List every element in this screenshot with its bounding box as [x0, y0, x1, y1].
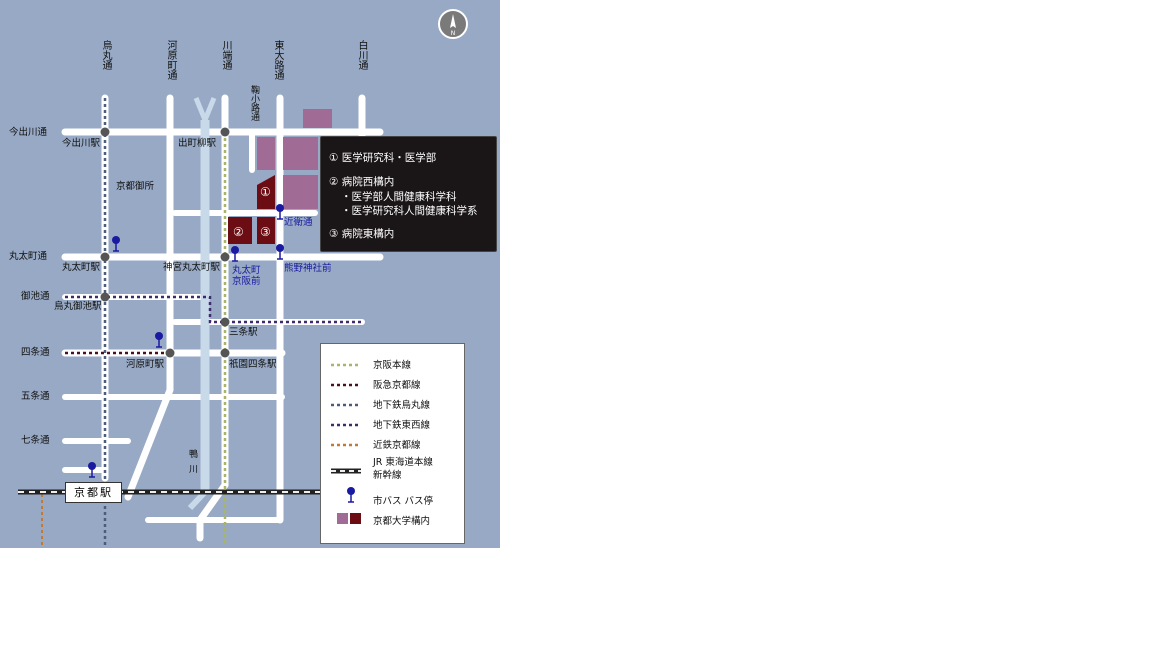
kawaramachi-south [124, 349, 174, 501]
campus-block-c [283, 175, 318, 209]
legend-item: 京都大学構内 [321, 512, 464, 528]
campus-marker-2: ② [233, 225, 244, 239]
station-jingu-marutamachi [220, 252, 230, 262]
legend-label: 地下鉄東西線 [373, 420, 431, 431]
kyoto-access-map: ① ② ③ N 烏丸通 河原町通 川端通 東大路通 白川通 鞠小路通 鴨川 今出… [0, 0, 500, 548]
legend-keihan-swatch [331, 363, 361, 367]
bus-stop-icon [231, 246, 239, 262]
label-demachiyanagi-station: 出町柳駅 [178, 138, 217, 149]
kyoto-station-box: 京都駅 [65, 482, 122, 503]
info-line-1: ① 医学研究科・医学部 [329, 152, 437, 164]
label-imadegawa-station: 今出川駅 [62, 138, 101, 149]
bus-stop-icon [276, 204, 284, 220]
legend-label: 近鉄京都線 [373, 440, 421, 451]
info-line-4: ・医学研究科人間健康科学系 [341, 205, 478, 217]
legend-hankyu-swatch [331, 383, 361, 387]
label-jingu-marutamachi-station: 神宮丸太町駅 [163, 262, 221, 273]
bus-stop-icon [155, 332, 163, 348]
legend-tozai-swatch [331, 423, 361, 427]
kamo-river [187, 97, 217, 511]
kawabata-south [196, 481, 229, 542]
campus-block-b [283, 137, 318, 170]
campus-2 [228, 217, 252, 244]
bus-stop-pins [88, 204, 284, 478]
legend-kintetsu-swatch [331, 443, 361, 447]
street-imadegawa: 今出川通 [9, 127, 48, 138]
info-line-5: ③ 病院東構内 [329, 228, 395, 240]
label-kawaramachi-station: 河原町駅 [126, 359, 165, 370]
map-graphics [18, 94, 384, 545]
label-gion-shijo-station: 祇園四条駅 [229, 359, 277, 370]
legend-label: 市バス バス停 [373, 496, 434, 507]
compass-letter: N [451, 30, 456, 37]
bus-stop-icon [88, 462, 96, 478]
bus-stop-icon [112, 236, 120, 252]
campus-1 [257, 175, 275, 209]
legend-item: 阪急京都線 [321, 377, 464, 393]
station-dots [100, 127, 230, 358]
info-line-2: ② 病院西構内 [329, 176, 395, 188]
street-shijo: 四条通 [21, 347, 50, 358]
legend-item: 近鉄京都線 [321, 437, 464, 453]
info-line-3: ・医学部人間健康科学科 [341, 191, 457, 203]
legend-item: 地下鉄東西線 [321, 417, 464, 433]
north-arrow-icon: N [438, 9, 468, 39]
legend-item: JR 東海道本線 新幹線 [321, 457, 464, 485]
street-shirakawa: 白川通 [356, 40, 367, 70]
legend-item: 京阪本線 [321, 357, 464, 373]
kamo-river-label: 鴨川 [187, 449, 197, 479]
label-marutamachi-station: 丸太町駅 [62, 262, 101, 273]
legend-label: 京都大学構内 [373, 516, 431, 527]
campus-marker-1: ① [260, 185, 271, 199]
legend-karasuma-swatch [331, 403, 361, 407]
label-sanjo-station: 三条駅 [229, 327, 258, 338]
label-bus-kumano: 熊野神社前 [284, 263, 332, 274]
campus-info-box: ① 医学研究科・医学部 ② 病院西構内 ・医学部人間健康科学科 ・医学研究科人間… [320, 136, 497, 252]
kintetsu-line [41, 491, 58, 545]
street-higashioji: 東大路通 [272, 40, 283, 80]
campus-north-block [303, 109, 332, 128]
station-sanjo [220, 317, 230, 327]
legend-label: 地下鉄烏丸線 [373, 400, 431, 411]
bus-stop-icon [276, 244, 284, 260]
label-karasuma-oike-station: 烏丸御池駅 [54, 301, 102, 312]
legend-label: 阪急京都線 [373, 380, 421, 391]
station-karasuma-oike [100, 292, 110, 302]
campus-areas [228, 109, 332, 244]
street-oike: 御池通 [21, 291, 50, 302]
label-kyoto-gosho: 京都御所 [116, 181, 155, 192]
street-shichijo: 七条通 [21, 435, 50, 446]
label-bus-konoe: 近衛通 [284, 217, 313, 228]
street-komanokoji: 鞠小路通 [249, 85, 259, 121]
street-karasuma: 烏丸通 [100, 40, 111, 70]
campus-marker-3: ③ [260, 225, 271, 239]
subway-tozai-line [65, 295, 362, 324]
station-kawaramachi [165, 348, 175, 358]
station-demachiyanagi [220, 127, 230, 137]
legend-label: JR 東海道本線 新幹線 [373, 457, 433, 481]
legend-item: 市バス バス停 [321, 487, 464, 507]
station-imadegawa [100, 127, 110, 137]
bus-stop-icon [347, 487, 355, 503]
station-gion-shijo [220, 348, 230, 358]
campus-block-a [257, 137, 275, 170]
street-kawaramachi: 河原町通 [165, 40, 176, 80]
legend-label: 京阪本線 [373, 360, 412, 371]
street-kawabata: 川端通 [220, 40, 231, 70]
legend-campus-swatch [337, 513, 361, 524]
legend-jr-swatch [331, 468, 361, 474]
label-bus-marutamachi-keihan: 丸太町 京阪前 [232, 265, 261, 288]
street-gojo: 五条通 [21, 391, 50, 402]
station-marutamachi [100, 252, 110, 262]
campus-3 [257, 217, 275, 244]
legend-item: 地下鉄烏丸線 [321, 397, 464, 413]
street-marutamachi: 丸太町通 [9, 251, 48, 262]
map-legend: 京阪本線 阪急京都線 地下鉄烏丸線 地下鉄東西線 近鉄京都線 JR 東海道本線 … [320, 343, 465, 544]
